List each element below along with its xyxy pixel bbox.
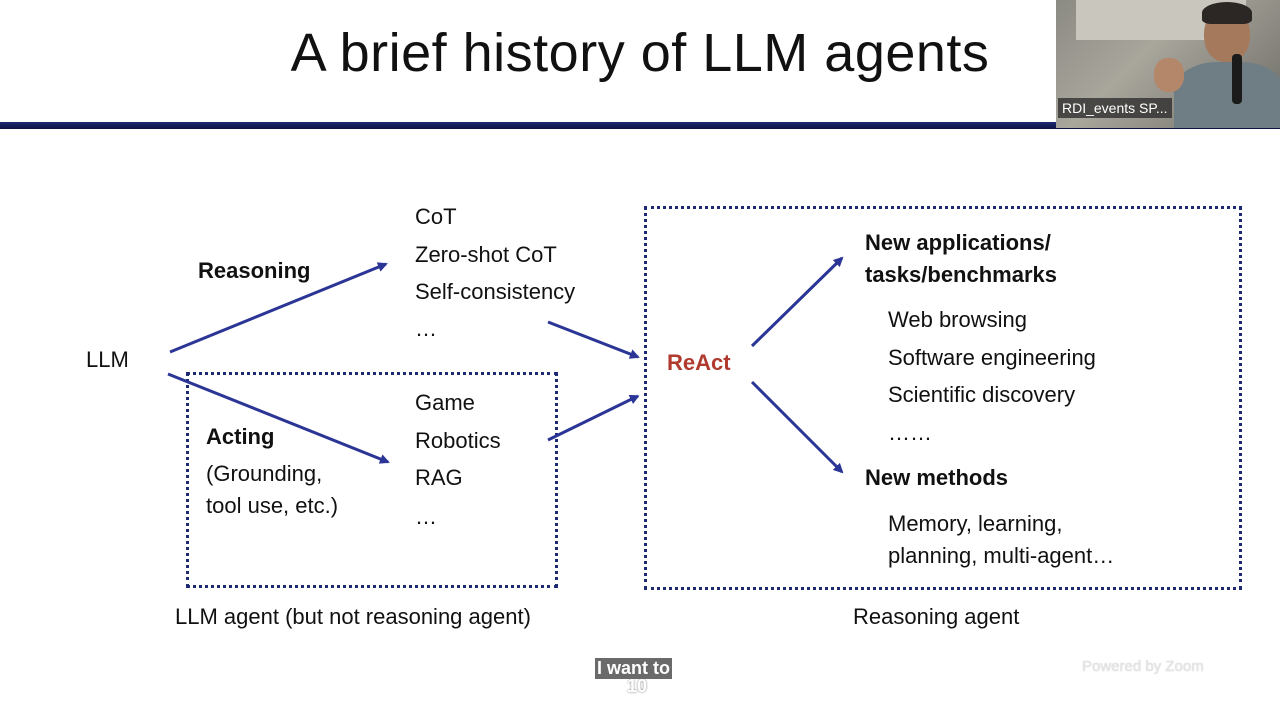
acting-method: Robotics xyxy=(415,428,501,453)
reasoning-label: Reasoning xyxy=(198,258,311,283)
llm-label: LLM xyxy=(86,347,129,372)
participant-name-label: RDI_events SP... xyxy=(1058,98,1172,118)
participant-video-thumbnail[interactable]: RDI_events SP... xyxy=(1056,0,1280,128)
reasoning-method: CoT xyxy=(415,204,457,229)
new-app-item: …… xyxy=(888,420,932,445)
speaker-hand xyxy=(1154,58,1184,92)
speaker-body xyxy=(1174,62,1280,128)
title-rule xyxy=(0,122,1280,129)
new-methods-title: New methods xyxy=(865,465,1009,490)
reasoning-method: Self-consistency xyxy=(415,279,576,304)
reasoning-agent-box xyxy=(644,206,1242,590)
slide-title: A brief history of LLM agents xyxy=(290,23,990,83)
new-apps-title: New applications/ xyxy=(865,230,1051,255)
acting-method: Game xyxy=(415,390,475,415)
acting-subtext-1: (Grounding, xyxy=(206,461,323,486)
slide-page-number: 10 xyxy=(627,676,648,696)
react-label: ReAct xyxy=(667,350,731,375)
new-app-item: Web browsing xyxy=(888,307,1027,332)
new-apps-title: tasks/benchmarks xyxy=(865,262,1057,287)
new-app-item: Software engineering xyxy=(888,345,1096,370)
reasoning-agent-caption: Reasoning agent xyxy=(853,604,1020,629)
reasoning-method: … xyxy=(415,316,437,341)
microphone-icon xyxy=(1232,54,1242,104)
arrow-acting-to-react xyxy=(547,394,640,442)
live-caption: I want to xyxy=(595,658,672,679)
acting-method: RAG xyxy=(415,465,463,490)
zoom-watermark: Powered by Zoom xyxy=(1082,658,1204,675)
new-methods-item: Memory, learning, xyxy=(888,511,1063,536)
arrow-reasoning-to-react xyxy=(547,320,640,359)
reasoning-method: Zero-shot CoT xyxy=(415,242,557,267)
acting-label: Acting xyxy=(206,424,275,449)
speaker-hair xyxy=(1202,2,1252,24)
new-app-item: Scientific discovery xyxy=(888,382,1076,407)
new-methods-item: planning, multi-agent… xyxy=(888,543,1115,568)
llm-agent-caption: LLM agent (but not reasoning agent) xyxy=(175,604,531,629)
acting-method: … xyxy=(415,504,437,529)
acting-subtext-2: tool use, etc.) xyxy=(206,493,339,518)
